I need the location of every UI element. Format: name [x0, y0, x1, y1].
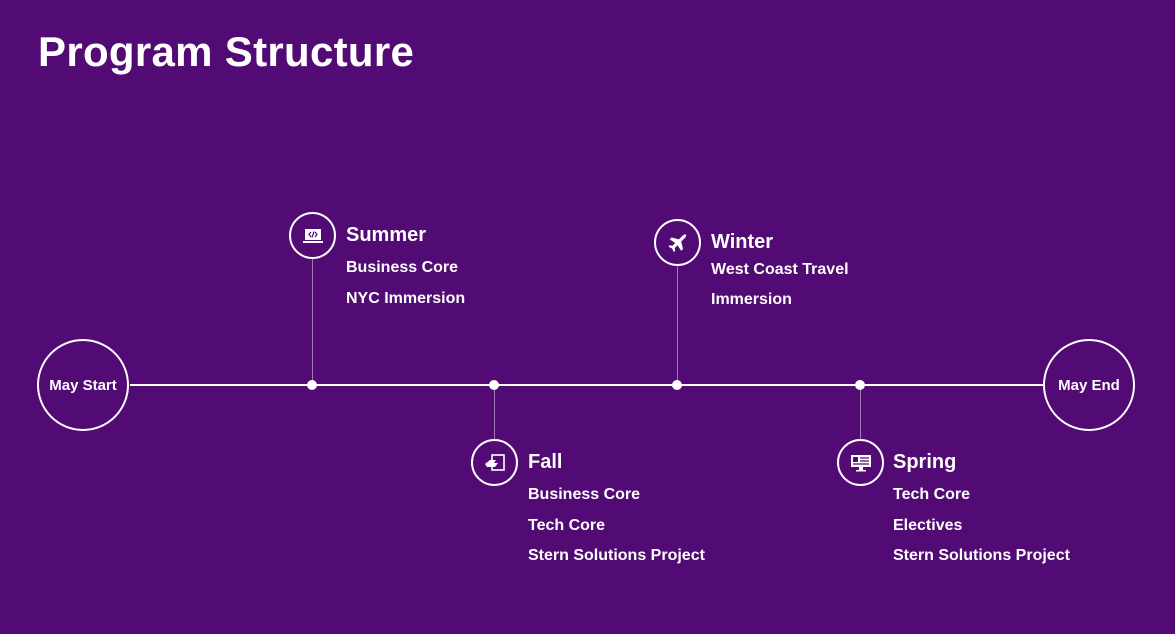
phase-spring: Spring Tech Core Electives Stern Solutio…	[893, 451, 1070, 572]
airplane-icon	[654, 219, 701, 266]
tablet-hand-icon	[471, 439, 518, 486]
phase-fall: Fall Business Core Tech Core Stern Solut…	[528, 451, 705, 572]
phase-item: Stern Solutions Project	[893, 547, 1070, 564]
phase-item: West Coast Travel	[711, 261, 849, 278]
phase-title: Summer	[346, 224, 427, 246]
timeline-dot-fall	[489, 380, 499, 390]
phase-item: NYC Immersion	[346, 289, 466, 307]
connector-winter	[677, 265, 678, 385]
laptop-code-icon	[289, 212, 336, 259]
connector-summer	[312, 258, 313, 385]
phase-item: Stern Solutions Project	[528, 547, 705, 564]
timeline-line	[130, 384, 1043, 386]
phase-item: Business Core	[346, 259, 459, 276]
phase-title: Winter	[711, 231, 774, 253]
phase-item: Tech Core	[528, 516, 606, 534]
timeline-dot-summer	[307, 380, 317, 390]
page-title: Program Structure	[38, 28, 415, 75]
connector-fall	[494, 385, 495, 439]
connector-spring	[860, 385, 861, 439]
phase-item: Tech Core	[893, 486, 971, 503]
start-node: May Start	[37, 339, 129, 431]
phase-summer: Summer Business Core NYC Immersion	[346, 224, 465, 314]
end-node: May End	[1043, 339, 1135, 431]
timeline-dot-spring	[855, 380, 865, 390]
phase-title: Spring	[893, 451, 957, 473]
phase-item: Electives	[893, 516, 963, 534]
phase-item: Business Core	[528, 486, 641, 503]
phase-winter: Winter West Coast Travel Immersion	[711, 231, 849, 311]
timeline-dot-winter	[672, 380, 682, 390]
phase-title: Fall	[528, 451, 563, 473]
phase-item: Immersion	[711, 291, 792, 308]
monitor-presentation-icon	[837, 439, 884, 486]
